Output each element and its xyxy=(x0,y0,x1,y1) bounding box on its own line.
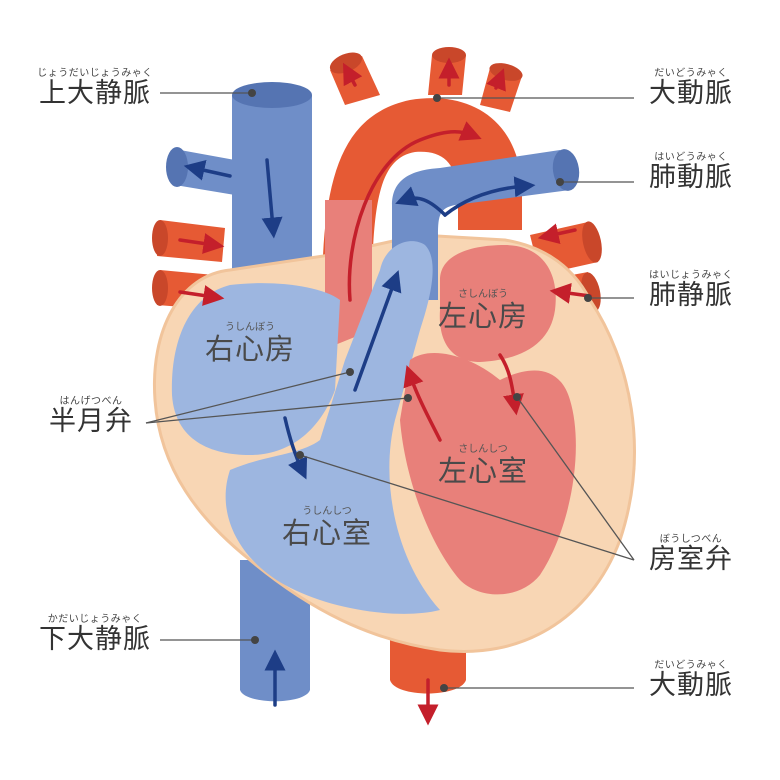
chamber-label-left-atrium: さしんぼう 左心房 xyxy=(428,285,538,332)
label-ruby: ぼうしつべん xyxy=(659,534,723,545)
label-aorta-top: だいどうみゃく 大動脈 xyxy=(636,64,746,109)
leader-dots xyxy=(248,89,592,692)
label-text: 下大静脈 xyxy=(39,624,151,655)
label-ruby: だいどうみゃく xyxy=(654,660,728,671)
chamber-label-right-ventricle: うしんしつ 右心室 xyxy=(272,502,382,549)
chamber-label-right-atrium: うしんぼう 右心房 xyxy=(195,318,305,365)
label-ruby: だいどうみゃく xyxy=(654,68,728,79)
chamber-ruby: うしんしつ xyxy=(302,506,352,517)
inferior-vena-cava xyxy=(240,560,310,702)
label-text: 肺静脈 xyxy=(649,280,733,311)
label-av-valve: ぼうしつべん 房室弁 xyxy=(636,530,746,575)
label-superior-vena-cava: じょうだいじょうみゃく 上大静脈 xyxy=(30,64,160,109)
chamber-ruby: さしんぼう xyxy=(458,289,508,300)
chamber-ruby: さしんしつ xyxy=(458,444,508,455)
label-ruby: じょうだいじょうみゃく xyxy=(37,68,153,79)
label-pulmonary-artery: はいどうみゃく 肺動脈 xyxy=(636,148,746,193)
blood-flow-arrows-blue xyxy=(183,158,536,707)
label-ruby: かだいじょうみゃく xyxy=(47,614,143,625)
chamber-text: 左心室 xyxy=(437,454,528,488)
label-ruby: はいじょうみゃく xyxy=(649,270,733,281)
chamber-text: 左心房 xyxy=(437,299,528,333)
right-atrium xyxy=(171,283,340,455)
label-text: 房室弁 xyxy=(649,544,733,575)
leader-lines xyxy=(145,92,635,689)
chamber-text: 右心房 xyxy=(204,332,295,366)
label-semilunar-valve: はんげつべん 半月弁 xyxy=(36,392,146,437)
right-ventricle xyxy=(225,241,440,614)
label-ruby: はんげつべん xyxy=(59,396,123,407)
label-text: 大動脈 xyxy=(649,78,733,109)
label-text: 大動脈 xyxy=(649,670,733,701)
label-text: 肺動脈 xyxy=(649,162,733,193)
left-atrium xyxy=(439,245,556,362)
label-ruby: はいどうみゃく xyxy=(654,152,728,163)
chamber-text: 右心室 xyxy=(281,516,372,550)
label-text: 半月弁 xyxy=(49,406,133,437)
label-inferior-vena-cava: かだいじょうみゃく 下大静脈 xyxy=(30,610,160,655)
left-ventricle xyxy=(400,352,576,595)
label-pulmonary-vein: はいじょうみゃく 肺静脈 xyxy=(636,266,746,311)
label-aorta-bottom: だいどうみゃく 大動脈 xyxy=(636,656,746,701)
blood-flow-arrows-red xyxy=(178,57,592,726)
descending-aorta xyxy=(390,640,466,694)
chamber-label-left-ventricle: さしんしつ 左心室 xyxy=(428,440,538,487)
label-text: 上大静脈 xyxy=(39,78,151,109)
chamber-ruby: うしんぼう xyxy=(225,322,275,333)
